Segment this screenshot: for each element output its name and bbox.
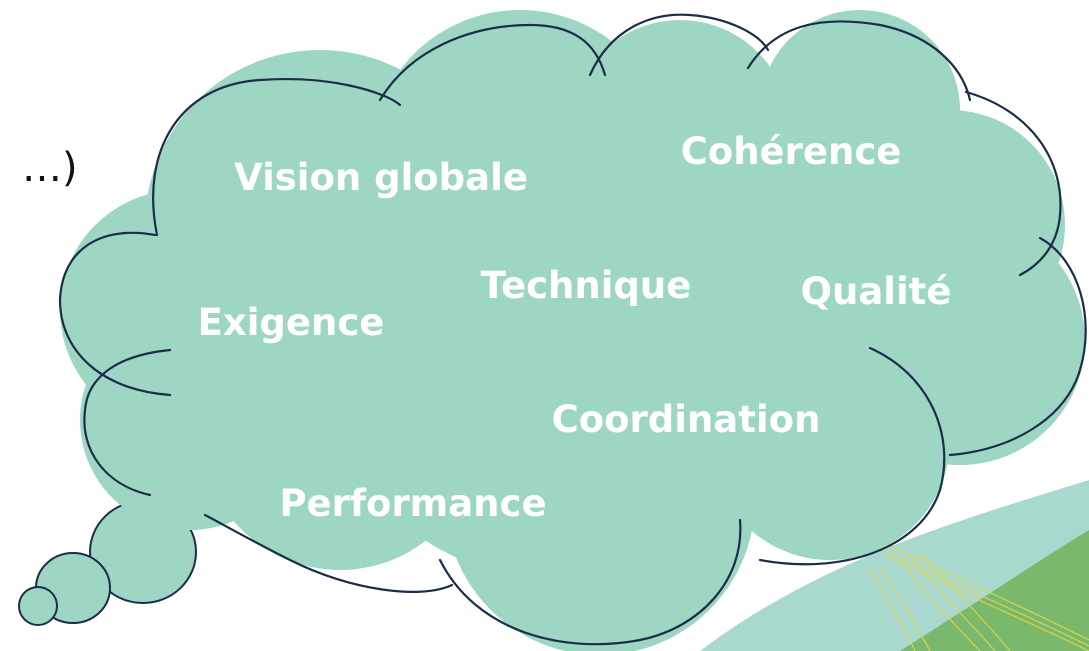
word-exigence: Exigence bbox=[198, 301, 385, 344]
text-fragment: …) bbox=[22, 145, 78, 191]
cloud-body bbox=[60, 10, 1085, 651]
word-qualite: Qualité bbox=[801, 270, 952, 313]
decorative-yellow-lines bbox=[869, 539, 1089, 651]
cloud-outline bbox=[58, 13, 1087, 646]
cloud-words: Vision globale Cohérence Technique Quali… bbox=[198, 130, 952, 525]
word-coordination: Coordination bbox=[552, 398, 821, 441]
word-vision-globale: Vision globale bbox=[234, 156, 528, 199]
thought-bubble-small bbox=[18, 586, 58, 626]
word-coherence: Cohérence bbox=[681, 130, 902, 173]
word-performance: Performance bbox=[279, 482, 546, 525]
decorative-swoosh bbox=[700, 480, 1089, 651]
word-technique: Technique bbox=[481, 264, 692, 307]
